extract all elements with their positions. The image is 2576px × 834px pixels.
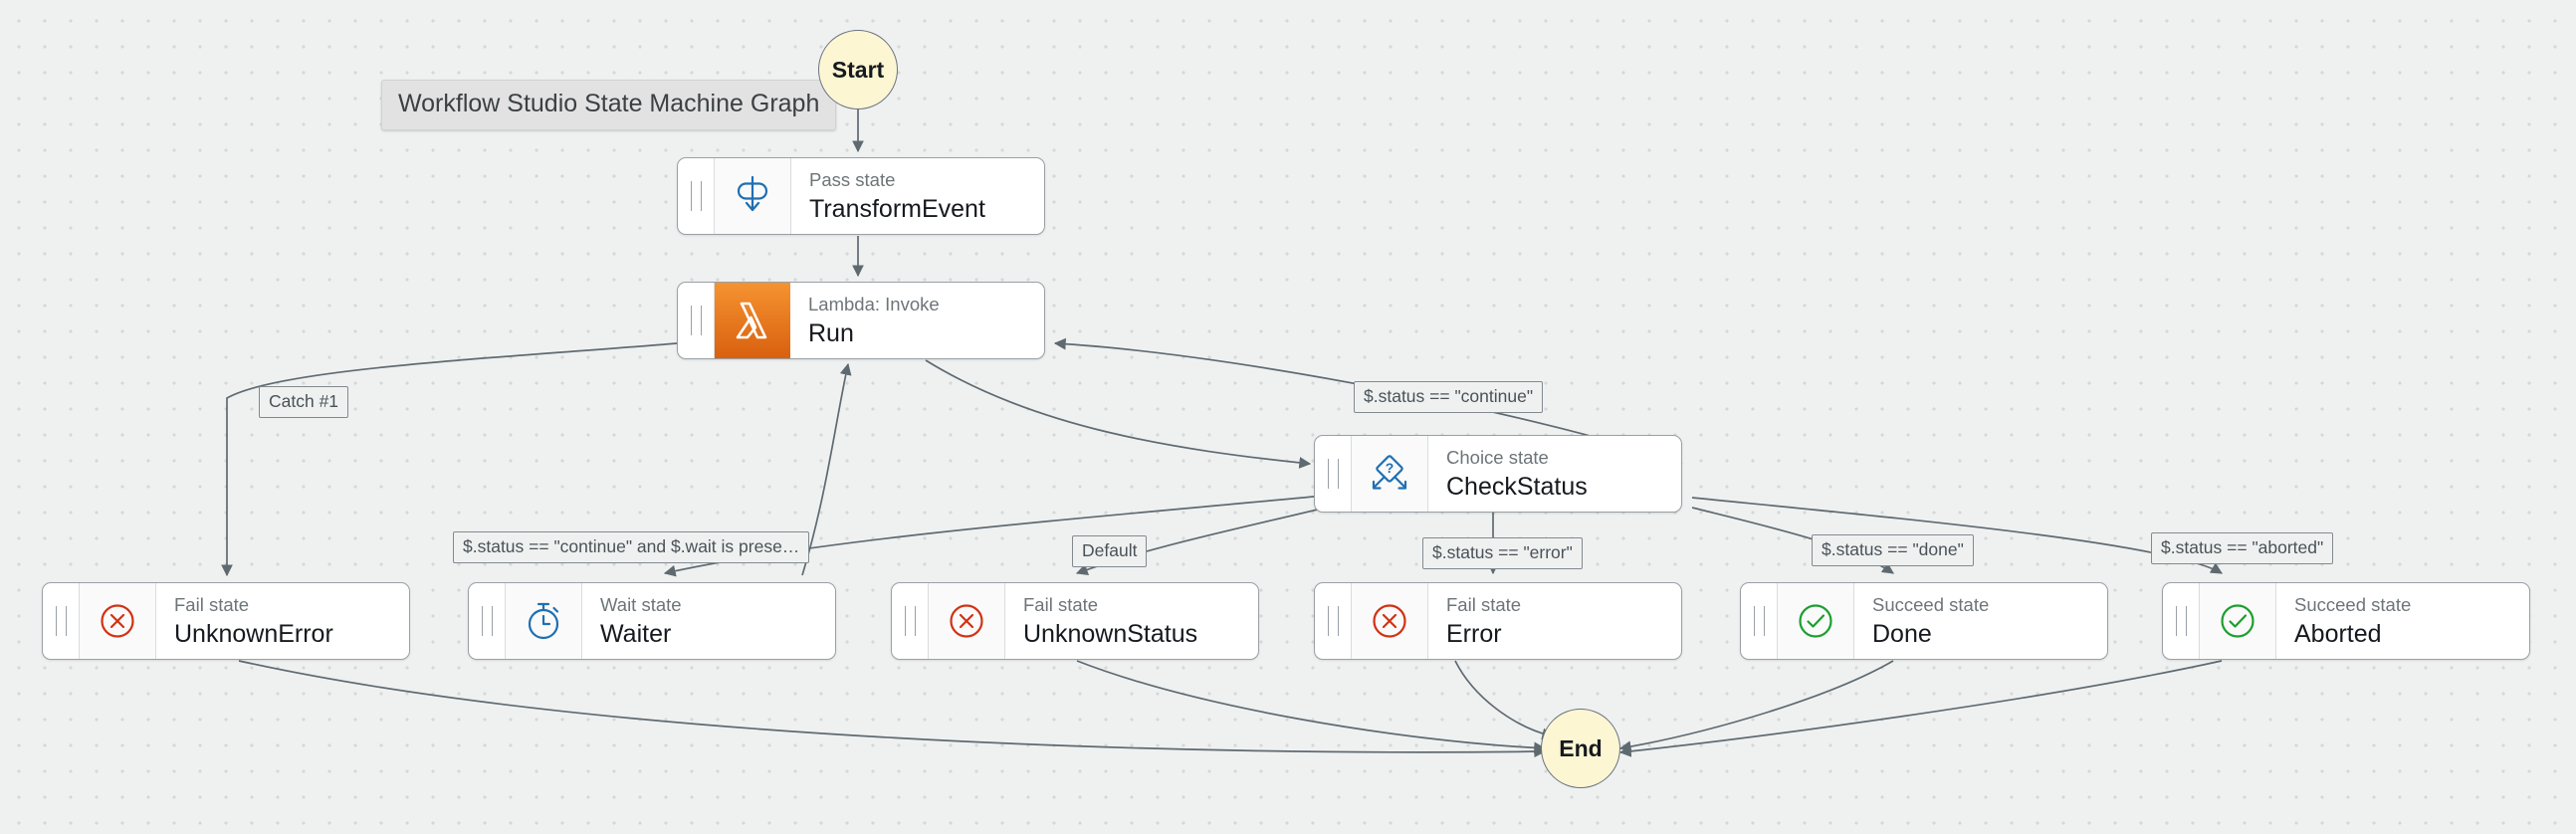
state-node-unknown-status[interactable]: Fail state UnknownStatus (891, 582, 1259, 660)
state-name-label: Done (1872, 620, 1932, 649)
edge-label-status-done: $.status == "done" (1812, 534, 1974, 566)
start-node[interactable]: Start (818, 30, 898, 109)
state-node-transform-event[interactable]: Pass state TransformEvent (677, 157, 1045, 235)
state-kind-label: Succeed state (1872, 593, 1990, 615)
state-name-label: Aborted (2294, 620, 2382, 649)
succeed-state-icon (2200, 583, 2276, 659)
edge-label-status-aborted: $.status == "aborted" (2151, 532, 2334, 564)
edge-label-continue-to-run: $.status == "continue" (1354, 381, 1544, 413)
drag-handle[interactable] (43, 583, 80, 659)
state-node-unknown-error[interactable]: Fail state UnknownError (42, 582, 410, 660)
drag-handle[interactable] (469, 583, 506, 659)
edge-label-continue-and-wait: $.status == "continue" and $.wait is pre… (453, 531, 810, 563)
edge-label-default: Default (1072, 535, 1148, 567)
state-kind-label: Succeed state (2294, 593, 2412, 615)
state-node-check-status[interactable]: ? Choice state CheckStatus (1314, 435, 1682, 513)
graph-title-chip: Workflow Studio State Machine Graph (381, 80, 837, 130)
choice-state-icon: ? (1352, 436, 1428, 512)
state-kind-label: Fail state (1446, 593, 1522, 615)
aws-lambda-icon (715, 283, 790, 358)
state-kind-label: Fail state (174, 593, 250, 615)
fail-state-icon (80, 583, 156, 659)
state-name-label: CheckStatus (1446, 473, 1588, 502)
pass-state-icon (715, 158, 791, 234)
state-kind-label: Wait state (600, 593, 682, 615)
drag-handle[interactable] (1741, 583, 1778, 659)
drag-handle[interactable] (678, 158, 715, 234)
end-node[interactable]: End (1541, 709, 1620, 788)
state-name-label: Run (808, 319, 854, 348)
state-node-done[interactable]: Succeed state Done (1740, 582, 2108, 660)
state-kind-label: Fail state (1023, 593, 1099, 615)
succeed-state-icon (1778, 583, 1854, 659)
svg-text:?: ? (1386, 460, 1395, 476)
state-kind-label: Pass state (809, 168, 896, 190)
fail-state-icon (929, 583, 1005, 659)
state-node-error[interactable]: Fail state Error (1314, 582, 1682, 660)
state-name-label: Error (1446, 620, 1502, 649)
state-name-label: UnknownStatus (1023, 620, 1198, 649)
drag-handle[interactable] (1315, 436, 1352, 512)
drag-handle[interactable] (1315, 583, 1352, 659)
state-node-waiter[interactable]: Wait state Waiter (468, 582, 836, 660)
drag-handle[interactable] (2163, 583, 2200, 659)
state-node-run[interactable]: Lambda: Invoke Run (677, 282, 1045, 359)
state-node-aborted[interactable]: Succeed state Aborted (2162, 582, 2530, 660)
fail-state-icon (1352, 583, 1428, 659)
drag-handle[interactable] (678, 283, 715, 358)
state-name-label: TransformEvent (809, 195, 985, 224)
wait-state-icon (506, 583, 582, 659)
drag-handle[interactable] (892, 583, 929, 659)
state-name-label: UnknownError (174, 620, 333, 649)
edge-label-catch-1: Catch #1 (259, 386, 349, 418)
edge-label-status-error: $.status == "error" (1422, 537, 1583, 569)
state-kind-label: Choice state (1446, 446, 1549, 468)
state-kind-label: Lambda: Invoke (808, 293, 940, 314)
state-name-label: Waiter (600, 620, 672, 649)
